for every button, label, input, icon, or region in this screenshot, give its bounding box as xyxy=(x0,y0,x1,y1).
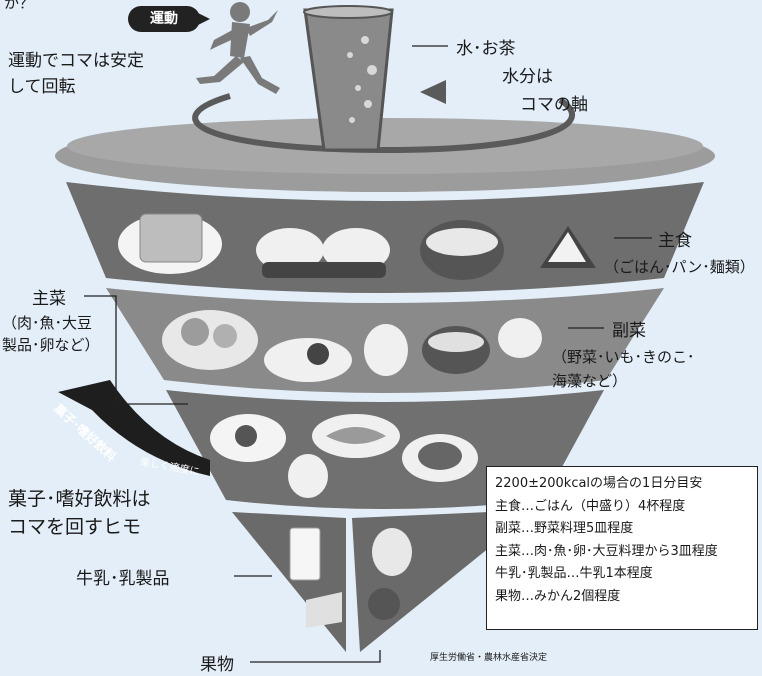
main-dish-sub-line1: （肉･魚･大豆 xyxy=(2,314,93,332)
side-dish-foods xyxy=(162,310,542,382)
milk-foods xyxy=(289,527,342,628)
daily-guide-line: 主菜…肉･魚･卵･大豆料理から3皿程度 xyxy=(495,543,718,559)
snack-caption-line1: 菓子･嗜好飲料は xyxy=(8,488,151,510)
runner-figure xyxy=(196,2,280,94)
spin-arrow xyxy=(192,93,575,154)
exercise-caption-line2: して回転 xyxy=(8,77,76,97)
main-dish-foods xyxy=(210,414,478,498)
fruit-label: 果物 xyxy=(200,655,234,675)
staple-sub: （ごはん･パン･麺類） xyxy=(604,258,755,276)
water-sub-line2: コマの軸 xyxy=(520,95,588,115)
daily-guide-line: 主食…ごはん（中盛り）4杯程度 xyxy=(495,498,686,514)
daily-guide-title: 2200±200kcalの場合の1日分目安 xyxy=(495,476,703,491)
milk-label: 牛乳･乳製品 xyxy=(76,569,170,589)
daily-guide-line: 副菜…野菜料理5皿程度 xyxy=(495,521,634,536)
exercise-caption-line1: 運動でコマは安定 xyxy=(8,51,144,71)
main-dish-label: 主菜 xyxy=(32,289,66,309)
exercise-badge: 運動 xyxy=(128,6,210,32)
snack-ribbon-shape xyxy=(58,380,210,476)
source-credit: 厚生労働省・農林水産省決定 xyxy=(430,653,548,663)
side-dish-sub-line2: 海藻など） xyxy=(552,372,628,390)
leader-lines xyxy=(84,45,652,663)
daily-guide-box: 2200±200kcalの場合の1日分目安 主食…ごはん（中盛り）4杯程度 副菜… xyxy=(486,466,758,630)
daily-guide-line: 果物…みかん2個程度 xyxy=(495,588,621,604)
side-dish-sub-line1: （野菜･いも･きのこ･ xyxy=(552,348,695,366)
water-label: 水･お茶 xyxy=(456,39,516,59)
staple-label: 主食 xyxy=(658,231,692,251)
staple-foods xyxy=(118,213,596,280)
daily-guide-line: 牛乳･乳製品…牛乳1本程度 xyxy=(495,566,653,581)
tier-milk xyxy=(232,512,346,652)
snack-caption-line2: コマを回すヒモ xyxy=(8,516,142,538)
water-sub-line1: 水分は xyxy=(502,67,553,87)
side-dish-label: 副菜 xyxy=(612,321,646,341)
top-fragment-text: か？ xyxy=(4,0,35,12)
fruit-foods xyxy=(368,528,412,620)
main-dish-sub-line2: 製品･卵など） xyxy=(2,336,100,354)
